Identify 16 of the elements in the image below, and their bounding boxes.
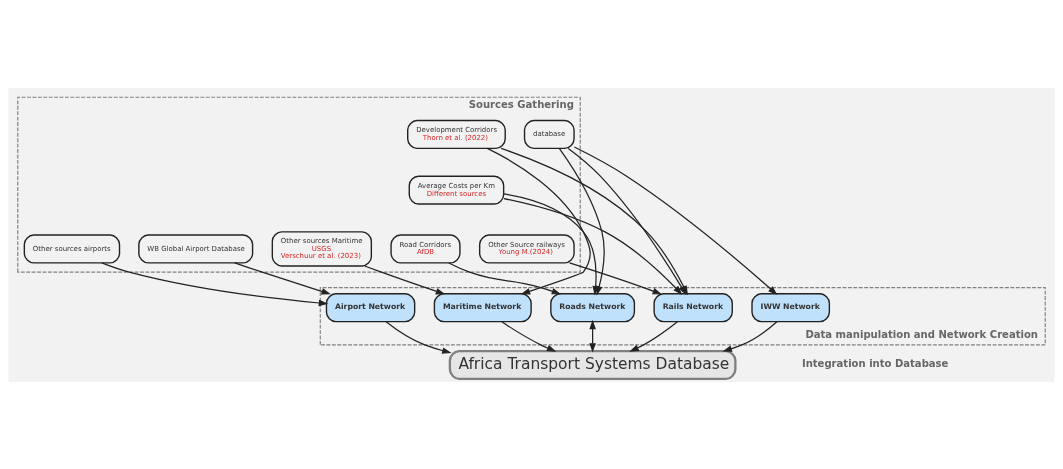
arrow: [722, 320, 778, 352]
node-box: Africa Transport Systems Database: [448, 349, 737, 380]
arrow: [629, 320, 679, 352]
node-box: Roads Network: [550, 292, 636, 322]
arrow: [385, 320, 452, 354]
label: Integration into Database: [801, 357, 949, 369]
node-box: Airport Network: [325, 292, 416, 322]
node-box: Rails Network: [653, 292, 733, 322]
node-box: Maritime Network: [433, 292, 532, 322]
arrow: [101, 261, 329, 306]
arrow: [486, 147, 591, 294]
arrow: [448, 261, 562, 294]
arrow: [364, 264, 446, 294]
node-box: IWW Network: [751, 292, 831, 322]
arrow: [501, 320, 557, 352]
arrow: [503, 192, 599, 295]
